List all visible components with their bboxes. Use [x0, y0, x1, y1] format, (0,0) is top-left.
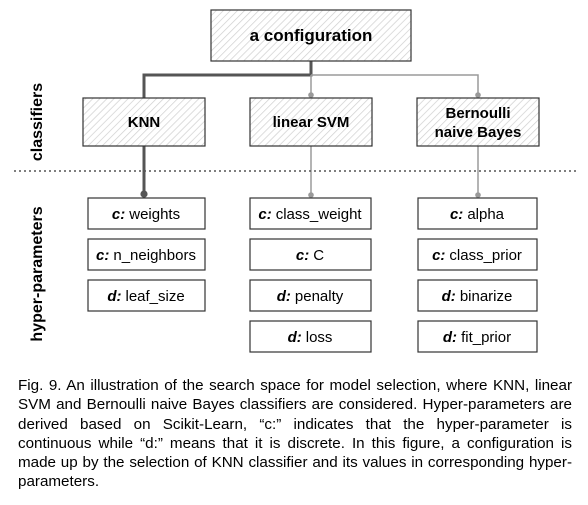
hyper-parameters-side-label: hyper-parameters: [29, 206, 46, 341]
param-prefix: c:: [258, 206, 271, 223]
nb-param-box: c:class_prior: [417, 238, 538, 271]
param-name: loss: [306, 329, 333, 346]
param-prefix: d:: [277, 288, 291, 305]
param-prefix: d:: [288, 329, 302, 346]
classifier-svm-box: linear SVM: [249, 97, 373, 147]
svg-text:c:weights: c:weights: [112, 206, 180, 223]
nb-param-box: c:alpha: [417, 197, 538, 230]
classifiers-side-label: classifiers: [29, 83, 46, 161]
svg-text:c:class_prior: c:class_prior: [432, 247, 522, 264]
figure-caption: Fig. 9. An illustration of the search sp…: [18, 377, 572, 491]
param-name: binarize: [460, 288, 513, 305]
param-name: leaf_size: [125, 288, 184, 305]
param-name: alpha: [467, 206, 504, 223]
svg-text:c:C: c:C: [296, 247, 324, 264]
svg-text:d:loss: d:loss: [288, 329, 333, 346]
root-to-nb-connector: [311, 74, 479, 98]
classifier-nb-box: Bernoulli naive Bayes: [416, 97, 540, 147]
param-prefix: c:: [432, 247, 445, 264]
svg-text:d:leaf_size: d:leaf_size: [107, 288, 184, 305]
param-name: penalty: [295, 288, 344, 305]
param-prefix: c:: [296, 247, 309, 264]
root-to-knn-connector: [142, 61, 313, 98]
param-name: fit_prior: [461, 329, 511, 346]
svg-text:c:alpha: c:alpha: [450, 206, 505, 223]
knn-param-box: c:weights: [87, 197, 206, 230]
svm-param-box: d:penalty: [249, 279, 372, 312]
svg-text:d:binarize: d:binarize: [442, 288, 513, 305]
param-name: class_prior: [449, 247, 522, 264]
root-label: a configuration: [250, 26, 373, 45]
classifier-nb-label-line2: naive Bayes: [435, 124, 522, 141]
svm-param-box: c:C: [249, 238, 372, 271]
classifier-nb-label-line1: Bernoulli: [445, 105, 510, 122]
param-prefix: d:: [442, 288, 456, 305]
param-prefix: c:: [112, 206, 125, 223]
param-name: weights: [128, 206, 180, 223]
svg-text:c:n_neighbors: c:n_neighbors: [96, 247, 196, 264]
param-prefix: c:: [450, 206, 463, 223]
param-name: n_neighbors: [113, 247, 196, 264]
connectors: [140, 61, 481, 198]
knn-param-box: d:leaf_size: [87, 279, 206, 312]
root-configuration-box: a configuration: [210, 9, 412, 62]
search-space-diagram: classifiers hyper-parameters a configura…: [14, 9, 578, 353]
param-prefix: d:: [107, 288, 121, 305]
param-name: class_weight: [276, 206, 363, 223]
classifier-knn-box: KNN: [82, 97, 206, 147]
svg-text:d:fit_prior: d:fit_prior: [443, 329, 511, 346]
param-prefix: c:: [96, 247, 109, 264]
nb-param-box: d:binarize: [417, 279, 538, 312]
nb-param-box: d:fit_prior: [417, 320, 538, 353]
classifier-knn-label: KNN: [128, 114, 161, 131]
svm-param-box: d:loss: [249, 320, 372, 353]
svg-text:d:penalty: d:penalty: [277, 288, 344, 305]
param-name: C: [313, 247, 324, 264]
svg-text:c:class_weight: c: class_weight: [258, 206, 362, 223]
svm-param-box: c: class_weight: [249, 197, 372, 230]
classifier-svm-label: linear SVM: [273, 114, 350, 131]
param-prefix: d:: [443, 329, 457, 346]
knn-param-box: c:n_neighbors: [87, 238, 206, 271]
